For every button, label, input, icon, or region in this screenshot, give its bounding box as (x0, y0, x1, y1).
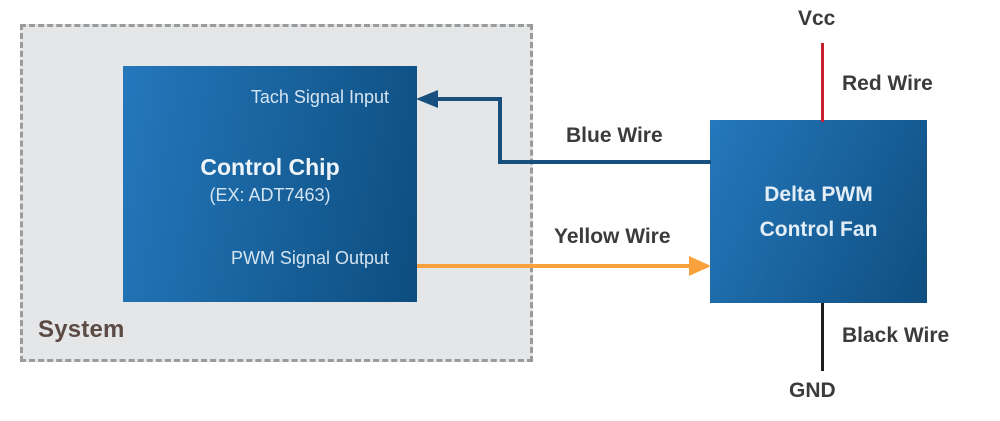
black-wire-segment (821, 303, 824, 371)
control-chip-subtitle: (EX: ADT7463) (209, 185, 331, 205)
control-chip-title: Control Chip (200, 154, 340, 180)
system-label: System (38, 316, 125, 343)
blue-wire-arrowhead-icon (416, 90, 438, 108)
yellow-wire-segment (417, 264, 691, 268)
fan-title-line1: Delta PWM (764, 183, 873, 206)
black-wire-label: Black Wire (842, 324, 950, 347)
gnd-terminal-label: GND (789, 379, 836, 402)
yellow-wire-label: Yellow Wire (554, 225, 671, 248)
control-chip-box: Tach Signal Input Control Chip (EX: ADT7… (123, 66, 417, 302)
fan-title: Delta PWM Control Fan (710, 177, 927, 247)
red-wire-segment (821, 43, 824, 122)
delta-pwm-fan-box: Delta PWM Control Fan (710, 120, 927, 303)
fan-title-line2: Control Fan (759, 218, 878, 241)
blue-wire-horizontal-segment (498, 160, 711, 164)
yellow-wire-arrowhead-icon (689, 256, 711, 276)
blue-wire-vertical-segment (498, 97, 502, 164)
tach-signal-input-label: Tach Signal Input (250, 87, 389, 107)
red-wire-label: Red Wire (842, 72, 933, 95)
vcc-terminal-label: Vcc (798, 7, 836, 30)
blue-wire-top-segment (437, 97, 502, 101)
blue-wire-label: Blue Wire (566, 124, 663, 147)
pwm-signal-output-label: PWM Signal Output (230, 248, 389, 268)
